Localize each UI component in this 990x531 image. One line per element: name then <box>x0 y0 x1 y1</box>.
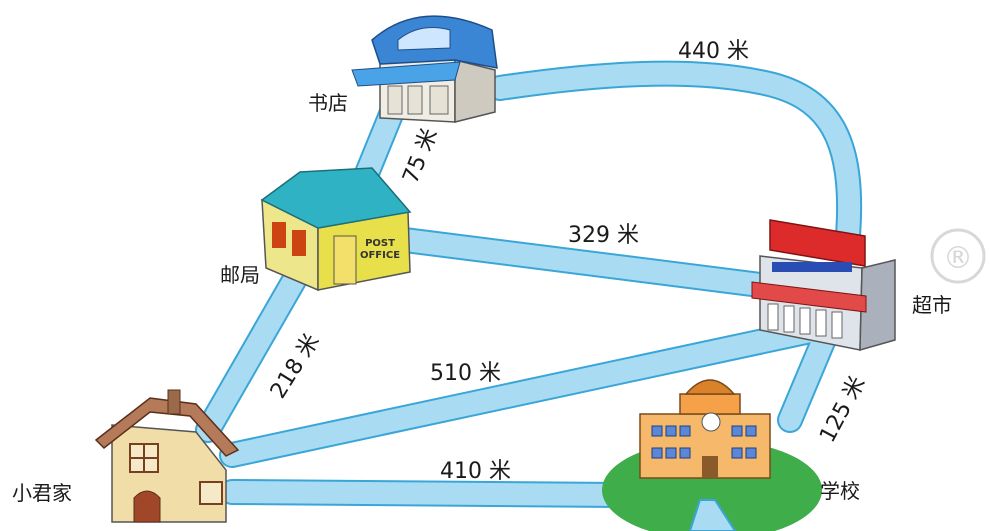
home-building <box>94 389 240 523</box>
label-school: 学校 <box>820 479 860 503</box>
supermarket-building <box>751 219 896 352</box>
watermark: ® <box>930 228 986 284</box>
place-labels: 书店 邮局 超市 小君家 学校 <box>12 91 952 505</box>
bookstore-building <box>351 15 498 123</box>
dist-post-office-supermarket: 329 米 <box>568 223 639 248</box>
label-bookstore: 书店 <box>308 91 348 115</box>
school-building <box>639 379 771 479</box>
dist-home-supermarket: 510 米 <box>430 361 501 386</box>
dist-bookstore-post-office: 75 米 <box>398 125 443 187</box>
dist-school-supermarket: 125 米 <box>815 372 870 446</box>
post-sign-line1: POST <box>365 238 395 249</box>
dist-home-school: 410 米 <box>440 459 511 484</box>
label-post-office: 邮局 <box>220 263 260 287</box>
dist-bookstore-supermarket: 440 米 <box>678 39 749 64</box>
label-supermarket: 超市 <box>912 293 952 317</box>
registered-mark: ® <box>943 241 973 276</box>
post-sign-line2: OFFICE <box>360 250 400 261</box>
post-office-building: POST OFFICE <box>260 167 412 292</box>
dist-post-office-home: 218 米 <box>266 330 325 403</box>
label-home: 小君家 <box>12 481 72 505</box>
